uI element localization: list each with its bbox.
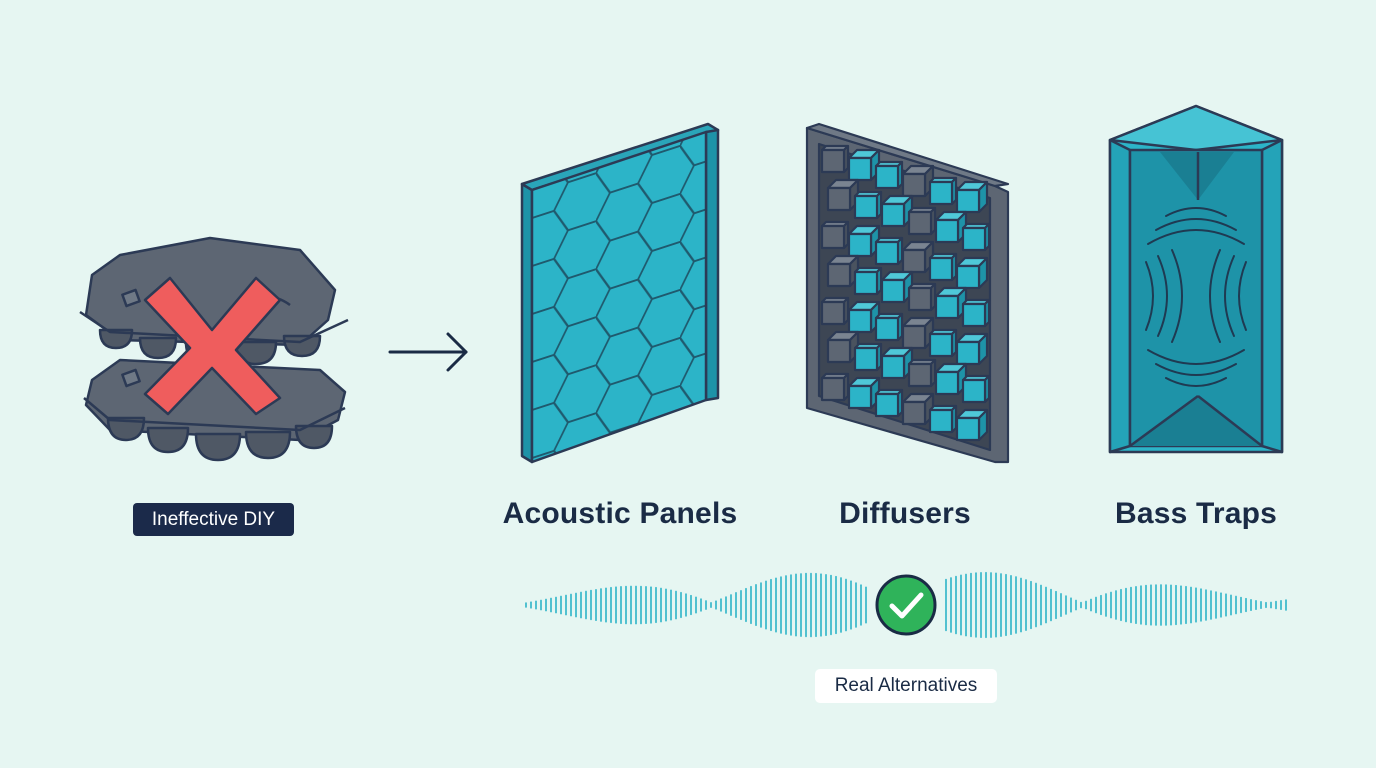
diffuser-block	[901, 400, 927, 426]
diffuser-block	[961, 226, 987, 252]
diffuser-block	[853, 194, 879, 220]
diffuser-block	[847, 156, 873, 182]
diffuser-block	[901, 324, 927, 350]
diffuser-block	[826, 186, 852, 212]
diffuser-block	[955, 264, 981, 290]
diffuser-block	[880, 202, 906, 228]
diffuser-block	[874, 164, 900, 190]
diffuser-block	[928, 180, 954, 206]
diffuser-block	[928, 332, 954, 358]
diffuser-block	[826, 338, 852, 364]
diffuser-block	[874, 316, 900, 342]
egg-crate-stack-icon	[79, 236, 349, 462]
diffuser-block	[853, 346, 879, 372]
diffuser-block	[901, 248, 927, 274]
diffuser-block	[847, 384, 873, 410]
hexagon-acoustic-panel-icon	[520, 122, 720, 464]
diffuser-block	[907, 210, 933, 236]
diffuser-block	[880, 278, 906, 304]
diffuser-block	[934, 218, 960, 244]
diffuser-block	[901, 172, 927, 198]
diffuser-block	[934, 294, 960, 320]
arrow-right-icon	[388, 332, 468, 372]
diffuser-block	[880, 354, 906, 380]
diffuser-block	[874, 392, 900, 418]
diffuser-block	[907, 286, 933, 312]
check-circle-icon	[875, 574, 937, 636]
diffuser-block	[955, 416, 981, 442]
corner-bass-trap-icon	[1108, 104, 1284, 454]
diffusers-label: Diffusers	[839, 497, 971, 530]
acoustic-panels-label: Acoustic Panels	[502, 497, 738, 530]
diffuser-block	[847, 232, 873, 258]
diffuser-block	[934, 370, 960, 396]
red-x-icon	[143, 276, 282, 416]
diffuser-block	[847, 308, 873, 334]
diffuser-block	[820, 300, 846, 326]
diffuser-block	[955, 340, 981, 366]
ineffective-diy-badge: Ineffective DIY	[133, 503, 294, 536]
real-alternatives-badge: Real Alternatives	[815, 669, 997, 703]
diffuser-block	[928, 256, 954, 282]
diffuser-block	[961, 378, 987, 404]
block-diffuser-icon	[805, 122, 1010, 464]
diffuser-block	[820, 376, 846, 402]
diffuser-block	[928, 408, 954, 434]
diffuser-block	[853, 270, 879, 296]
diffuser-block	[961, 302, 987, 328]
diffuser-block	[820, 148, 846, 174]
diffuser-block	[907, 362, 933, 388]
diffuser-block	[874, 240, 900, 266]
diffuser-block	[955, 188, 981, 214]
sound-wave-icon	[525, 571, 1287, 639]
diffuser-block	[826, 262, 852, 288]
bass-traps-label: Bass Traps	[1114, 497, 1278, 530]
diffuser-block	[820, 224, 846, 250]
